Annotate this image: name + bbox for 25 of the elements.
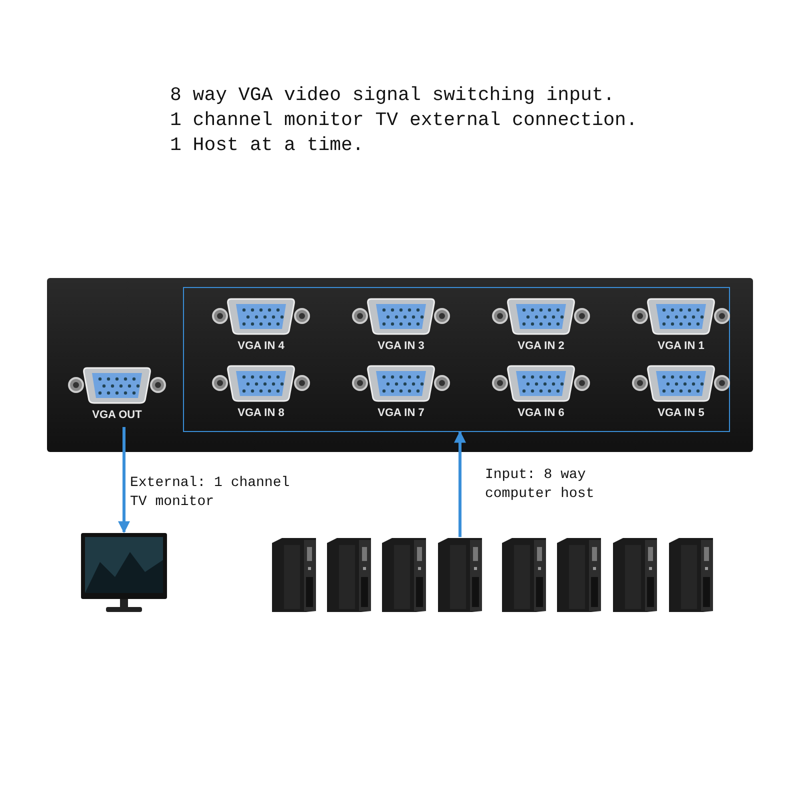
vga-switch-front-panel	[47, 278, 753, 452]
port-label: VGA IN 5	[656, 407, 706, 419]
port-label: VGA IN 7	[376, 407, 426, 419]
input-port-frame	[183, 287, 730, 432]
computer-tower-picture	[500, 537, 548, 613]
arrow	[118, 427, 130, 534]
port-label: VGA IN 6	[516, 407, 566, 419]
computer-tower-picture	[380, 537, 428, 613]
computer-tower-picture	[667, 537, 715, 613]
description-text: 8 way VGA video signal switching input.	[170, 84, 615, 106]
monitor-picture	[80, 532, 168, 614]
computer-tower-picture	[325, 537, 373, 613]
computer-tower-picture	[270, 537, 318, 613]
computer-tower-picture	[611, 537, 659, 613]
description-text: 1 Host at a time.	[170, 134, 364, 156]
port-label: VGA IN 3	[376, 340, 426, 352]
port-label: VGA IN 2	[516, 340, 566, 352]
arrow	[454, 430, 466, 537]
port-label: VGA IN 1	[656, 340, 706, 352]
port-label: VGA OUT	[91, 409, 143, 421]
port-label: VGA IN 8	[236, 407, 286, 419]
port-label: VGA IN 4	[236, 340, 286, 352]
computer-tower-picture	[436, 537, 484, 613]
description-text: 1 channel monitor TV external connection.	[170, 109, 638, 131]
computer-tower-picture	[555, 537, 603, 613]
